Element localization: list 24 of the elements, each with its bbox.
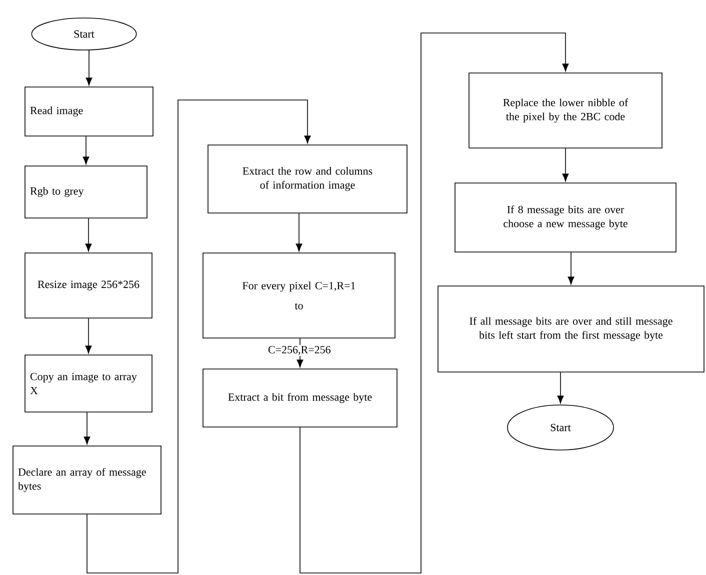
process-box: Rgb to grey (24, 166, 148, 218)
process-box: Copy an image to array X (24, 354, 152, 412)
process-box: Replace the lower nibble of the pixel by the 2BC code (468, 72, 662, 148)
arrow (300, 32, 569, 574)
process-box: Extract a bit from message byte (202, 368, 398, 428)
arrow (86, 100, 311, 574)
process-box: Declare an array of message bytes (12, 446, 162, 514)
process-box: For every pixel C=1,R=1 to (202, 252, 396, 338)
arrow (85, 218, 92, 252)
process-box: If 8 message bits are over choose a new message byte (454, 182, 676, 252)
arrow (296, 213, 302, 252)
process-box: If all message bits are over and still message bits left start from the first message byte (438, 286, 704, 372)
process-box: Extract the row and columns of information image (208, 144, 408, 214)
arrow (85, 318, 92, 354)
arrow (296, 338, 304, 368)
arrow (82, 136, 90, 164)
arrow (568, 252, 574, 284)
arrow (84, 412, 90, 444)
process-box: Resize image 256*256 (24, 252, 152, 318)
edge-label: C=256,R=256 (267, 345, 332, 356)
arrow (562, 148, 569, 182)
arrow (557, 372, 564, 404)
process-box: Read image (24, 86, 154, 136)
arrow (86, 50, 92, 86)
